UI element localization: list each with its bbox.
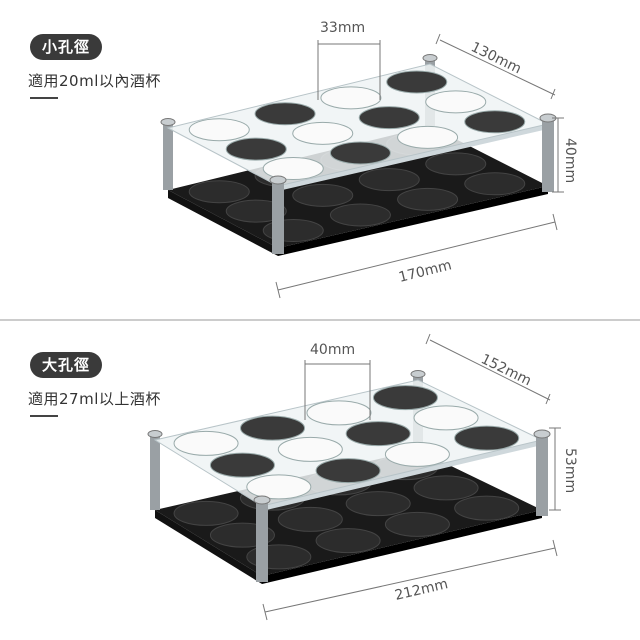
- post-cap: [269, 175, 287, 185]
- dimension-lines-large: [262, 333, 561, 621]
- post-cap: [147, 430, 163, 438]
- base-recess: [425, 152, 487, 176]
- small-hole-rack: [160, 54, 557, 256]
- acrylic-edge: [262, 440, 542, 511]
- post-cap: [533, 429, 551, 439]
- glass-hole: [384, 441, 450, 467]
- hole-diameter-label-large: 40mm: [310, 342, 355, 358]
- glass-hole: [397, 125, 459, 149]
- glass-hole: [225, 137, 287, 161]
- acrylic-edge: [278, 124, 548, 191]
- base-recess: [397, 187, 459, 211]
- base-recess: [384, 511, 450, 537]
- base-recess: [358, 168, 420, 192]
- height-label-small: 40mm: [562, 138, 578, 183]
- steel-post: [542, 118, 554, 192]
- base-edge: [155, 510, 262, 584]
- base-recess: [315, 528, 381, 554]
- steel-post: [150, 434, 160, 510]
- underline-decoration: [30, 97, 58, 99]
- steel-post: [272, 180, 284, 254]
- glass-hole: [240, 415, 306, 441]
- post-cap: [160, 118, 176, 126]
- glass-hole: [254, 102, 316, 126]
- steel-post: [163, 122, 173, 190]
- base-recess: [292, 183, 354, 207]
- small-hole-badge: 小孔徑: [30, 34, 103, 60]
- base-recess: [173, 500, 239, 526]
- glass-hole: [464, 110, 526, 134]
- base-recess: [329, 203, 391, 227]
- base-recess: [464, 172, 526, 196]
- base-edge: [262, 510, 542, 584]
- post-cap: [253, 495, 271, 505]
- underline-decoration: [30, 415, 58, 417]
- glass-hole: [329, 141, 391, 165]
- glass-hole: [454, 425, 520, 451]
- glass-hole: [386, 70, 448, 94]
- post-cap: [410, 370, 426, 378]
- large-hole-badge: 大孔徑: [30, 352, 103, 378]
- base-recess: [345, 491, 411, 517]
- glass-hole: [413, 405, 479, 431]
- glass-hole: [209, 452, 275, 478]
- glass-hole: [173, 430, 239, 456]
- glass-hole: [262, 157, 324, 181]
- depth-label-large: 152mm: [478, 351, 534, 389]
- hole-diameter-label-small: 33mm: [320, 20, 365, 36]
- glass-hole: [315, 458, 381, 484]
- base-edge: [168, 190, 278, 256]
- large-hole-rack: [147, 370, 551, 584]
- post-cap: [422, 54, 438, 62]
- glass-hole: [425, 90, 487, 114]
- dimension-lines-small: [275, 33, 564, 299]
- steel-post: [536, 434, 548, 516]
- glass-hole: [320, 86, 382, 110]
- section-divider: [0, 319, 640, 321]
- height-label-large: 53mm: [562, 448, 578, 493]
- small-hole-subtitle: 適用20ml以內酒杯: [28, 72, 161, 90]
- glass-hole: [358, 106, 420, 130]
- base-recess: [277, 506, 343, 532]
- glass-hole: [372, 385, 438, 411]
- depth-label-small: 130mm: [468, 39, 524, 77]
- glass-hole: [306, 400, 372, 426]
- width-label-large: 212mm: [393, 576, 449, 604]
- glass-hole: [188, 118, 250, 142]
- large-hole-subtitle: 適用27ml以上酒杯: [28, 390, 161, 408]
- glass-hole: [292, 121, 354, 145]
- base-recess: [413, 475, 479, 501]
- base-recess: [188, 180, 250, 204]
- steel-post: [256, 500, 268, 582]
- base-edge: [278, 186, 548, 256]
- glass-hole: [277, 436, 343, 462]
- glass-hole: [345, 421, 411, 447]
- glass-hole: [246, 474, 312, 500]
- base-recess: [225, 199, 287, 223]
- base-recess: [454, 495, 520, 521]
- width-label-small: 170mm: [397, 257, 453, 286]
